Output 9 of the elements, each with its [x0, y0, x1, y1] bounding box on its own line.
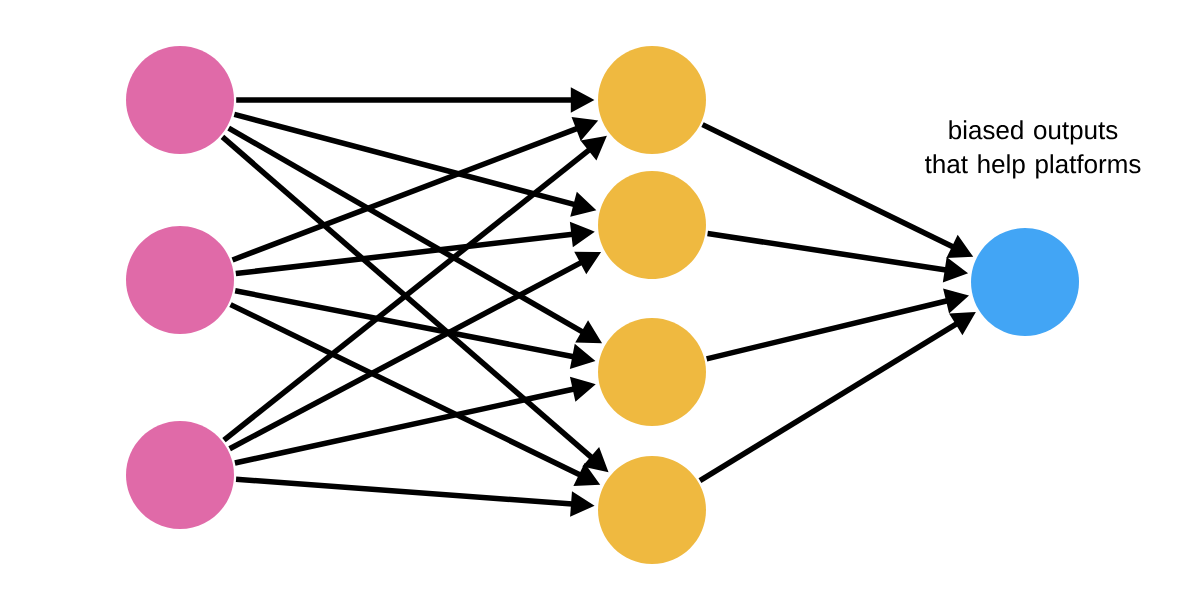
output-node-circle — [971, 228, 1079, 336]
hidden-node-circle — [598, 456, 706, 564]
hidden-node-circle — [598, 171, 706, 279]
input-node-circle — [126, 421, 234, 529]
input-node-circle — [126, 226, 234, 334]
beside-text: biased outputs that help platforms — [925, 120, 1141, 179]
input-node-circle — [126, 46, 234, 154]
hidden-node-circle — [598, 318, 706, 426]
hidden-node-circle — [598, 46, 706, 154]
